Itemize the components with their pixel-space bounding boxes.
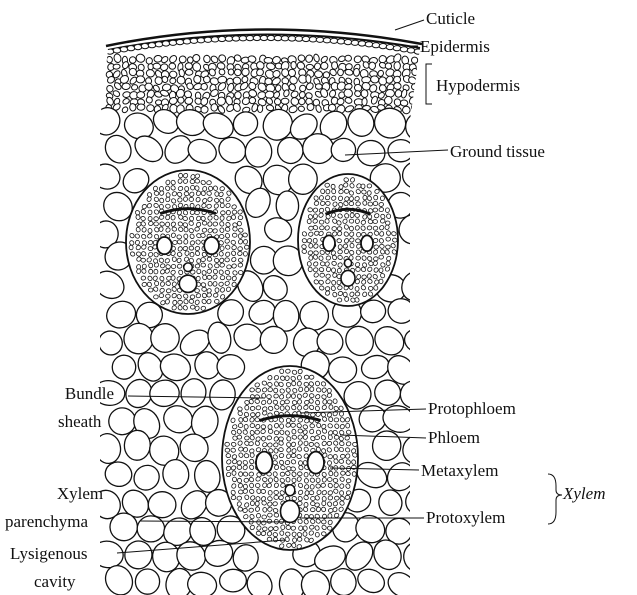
label-lysigenous-cavity-line2: cavity [34, 572, 76, 591]
section-outline [107, 33, 421, 51]
vascular-bundles [125, 169, 399, 551]
label-ground-tissue: Ground tissue [450, 142, 545, 161]
label-metaxylem: Metaxylem [421, 461, 499, 480]
hypodermis-cells [105, 53, 419, 115]
label-lysigenous-cavity-line1: Lysigenous [10, 544, 88, 563]
label-protoxylem: Protoxylem [426, 508, 506, 527]
label-xylem-group: Xylem [563, 484, 606, 503]
label-bundle-sheath-line1: Bundle [64, 384, 114, 403]
label-epidermis: Epidermis [420, 37, 490, 56]
label-bundle-sheath-line2: sheath [58, 412, 102, 431]
cuticle-layer [105, 28, 423, 48]
label-protophloem: Protophloem [428, 399, 516, 418]
epidermis-cells [105, 34, 420, 55]
label-cuticle: Cuticle [426, 9, 476, 28]
label-xylem-parenchyma-line1: Xylem [56, 484, 104, 503]
leader-lines [116, 19, 563, 554]
label-xylem-parenchyma-line2: parenchyma [5, 512, 89, 531]
label-hypodermis: Hypodermis [436, 76, 521, 95]
label-phloem: Phloem [428, 428, 480, 447]
